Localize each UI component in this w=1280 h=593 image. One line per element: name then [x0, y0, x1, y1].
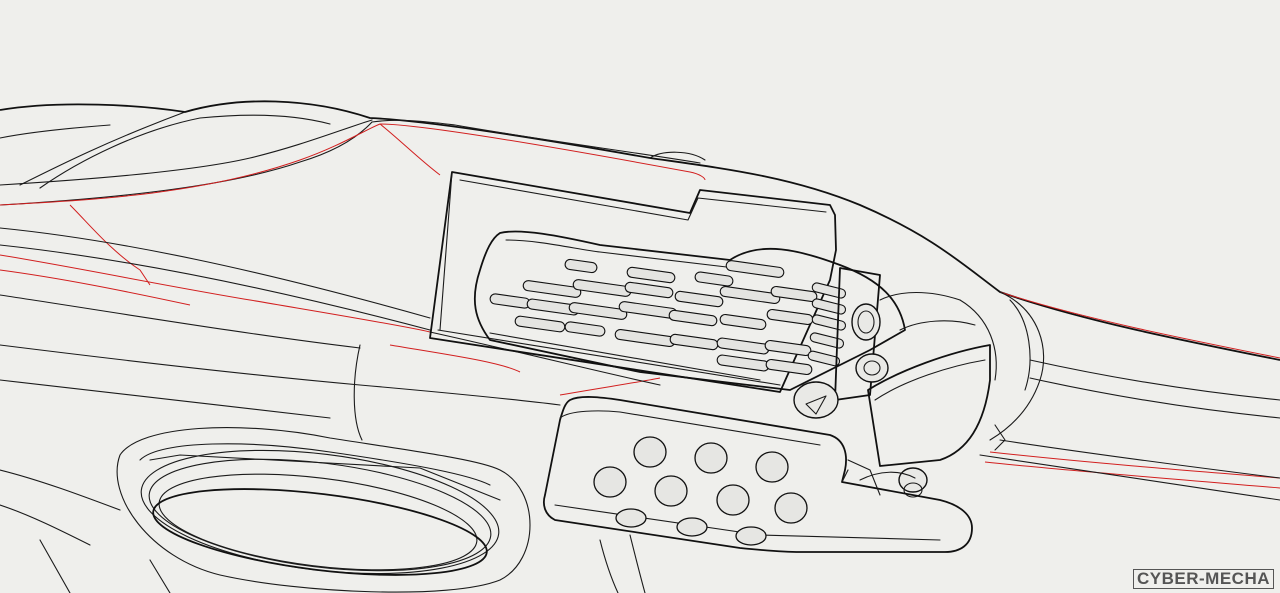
vent-slots [489, 258, 847, 376]
cyber-mecha-watermark: CYBER-MECHA [1133, 569, 1274, 589]
upper-hull-outline [0, 100, 1280, 361]
lower-hull-lines [0, 227, 1280, 593]
vent-frame [429, 171, 837, 393]
red-centerlines [0, 123, 1280, 489]
hinge-mechanism [793, 267, 1006, 498]
lower-pod [116, 427, 531, 593]
plate-holes [593, 436, 808, 546]
